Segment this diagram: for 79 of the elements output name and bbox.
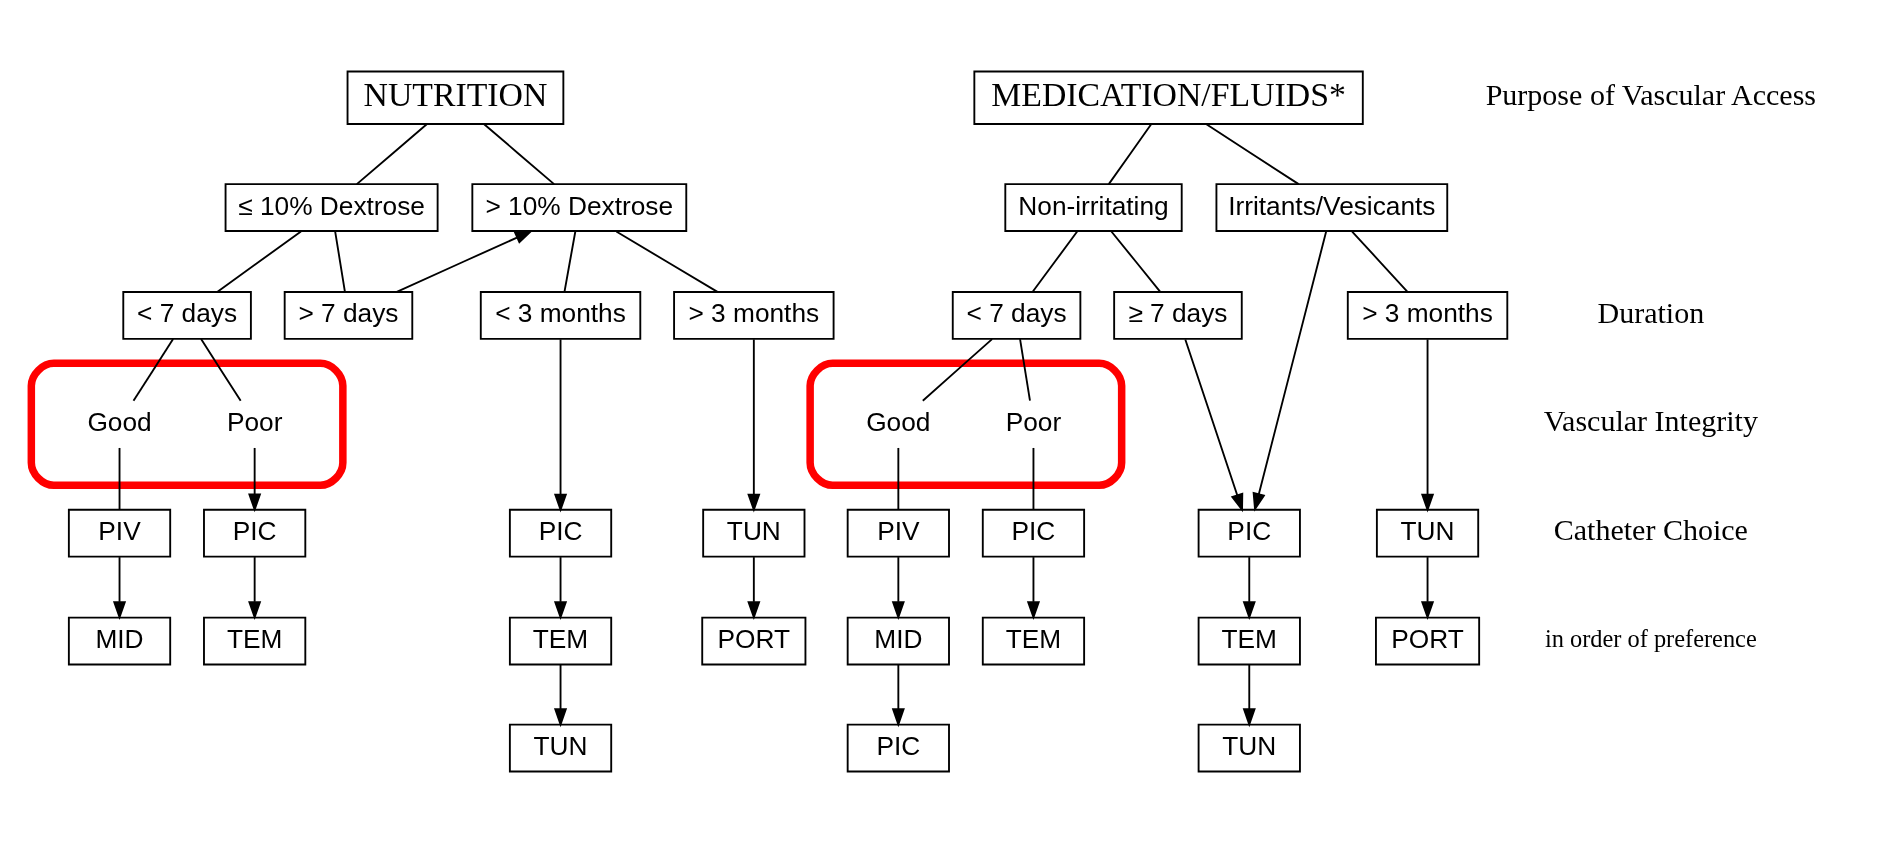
node-text: Poor — [226, 407, 283, 438]
connector — [200, 338, 242, 402]
node-box: TUN — [508, 723, 613, 773]
node-box: MID — [846, 616, 950, 666]
connector — [132, 338, 175, 402]
connector — [921, 338, 994, 402]
connector — [1351, 230, 1409, 293]
arrow — [1026, 556, 1041, 620]
arrow — [1242, 663, 1256, 728]
node-box: ≥ 7 days — [1113, 291, 1243, 340]
arrow — [248, 447, 262, 513]
node-text: Good — [87, 407, 152, 438]
arrow — [553, 663, 568, 728]
arrow — [1420, 338, 1435, 513]
arrow — [395, 230, 534, 293]
label: Duration — [1597, 295, 1705, 329]
node-box: NUTRITION — [346, 70, 565, 125]
node-box: PIC — [846, 723, 950, 773]
cluster — [806, 359, 1126, 490]
node-box: PIC — [1197, 508, 1301, 558]
node-box: > 3 months — [1346, 291, 1509, 340]
arrow — [112, 556, 127, 620]
node-box: TEM — [203, 616, 307, 666]
node-box: ≤ 10% Dextrose — [224, 183, 439, 232]
connector — [483, 123, 556, 186]
connector — [1019, 338, 1031, 402]
arrow — [248, 556, 262, 620]
node-box: TUN — [1375, 508, 1480, 558]
arrow — [553, 338, 568, 513]
node-box: PORT — [701, 616, 807, 666]
arrow — [1242, 556, 1256, 620]
connector — [1205, 123, 1300, 186]
node-box: TUN — [1197, 723, 1301, 773]
connector — [355, 123, 428, 186]
node-box: PIC — [981, 508, 1086, 558]
connector — [1107, 123, 1153, 186]
arrow — [747, 556, 761, 620]
node-box: < 3 months — [479, 291, 642, 340]
node-box: TEM — [1197, 616, 1301, 666]
arrow — [891, 663, 905, 728]
node-box: PORT — [1375, 616, 1481, 666]
node-box: TEM — [981, 616, 1086, 666]
arrow — [747, 338, 761, 513]
label: Vascular Integrity — [1543, 404, 1758, 438]
node-box: PIV — [846, 508, 950, 558]
node-text: Poor — [1005, 407, 1062, 438]
label: in order of preference — [1544, 625, 1757, 653]
node-box: < 7 days — [122, 291, 252, 340]
connector — [563, 230, 577, 293]
node-box: PIC — [203, 508, 307, 558]
node-box: > 7 days — [283, 291, 414, 340]
node-box: MEDICATION/FLUIDS* — [973, 70, 1364, 125]
node-box: > 3 months — [673, 291, 835, 340]
arrow — [1420, 556, 1435, 620]
node-box: Non-irritating — [1004, 183, 1183, 232]
label: Catheter Choice — [1553, 513, 1748, 547]
connector — [1110, 230, 1161, 293]
node-text: Good — [866, 407, 931, 438]
connector — [118, 447, 121, 511]
node-box: PIV — [67, 508, 172, 558]
node-box: TEM — [508, 616, 613, 666]
connector — [1031, 230, 1079, 293]
connector — [216, 230, 302, 293]
connector — [1032, 447, 1035, 511]
node-box: Irritants/Vesicants — [1215, 183, 1449, 232]
arrow — [1184, 338, 1244, 513]
label: Purpose of Vascular Access — [1485, 77, 1817, 111]
connector — [334, 230, 346, 293]
node-box: > 10% Dextrose — [471, 183, 688, 232]
node-box: TUN — [702, 508, 806, 558]
node-box: MID — [67, 616, 172, 666]
connector — [615, 230, 719, 293]
node-box: < 7 days — [951, 291, 1082, 340]
connector — [897, 447, 900, 511]
arrow — [891, 556, 905, 620]
arrow — [553, 556, 568, 620]
node-box: PIC — [508, 508, 613, 558]
arrow — [1252, 230, 1328, 512]
cluster — [27, 359, 347, 490]
